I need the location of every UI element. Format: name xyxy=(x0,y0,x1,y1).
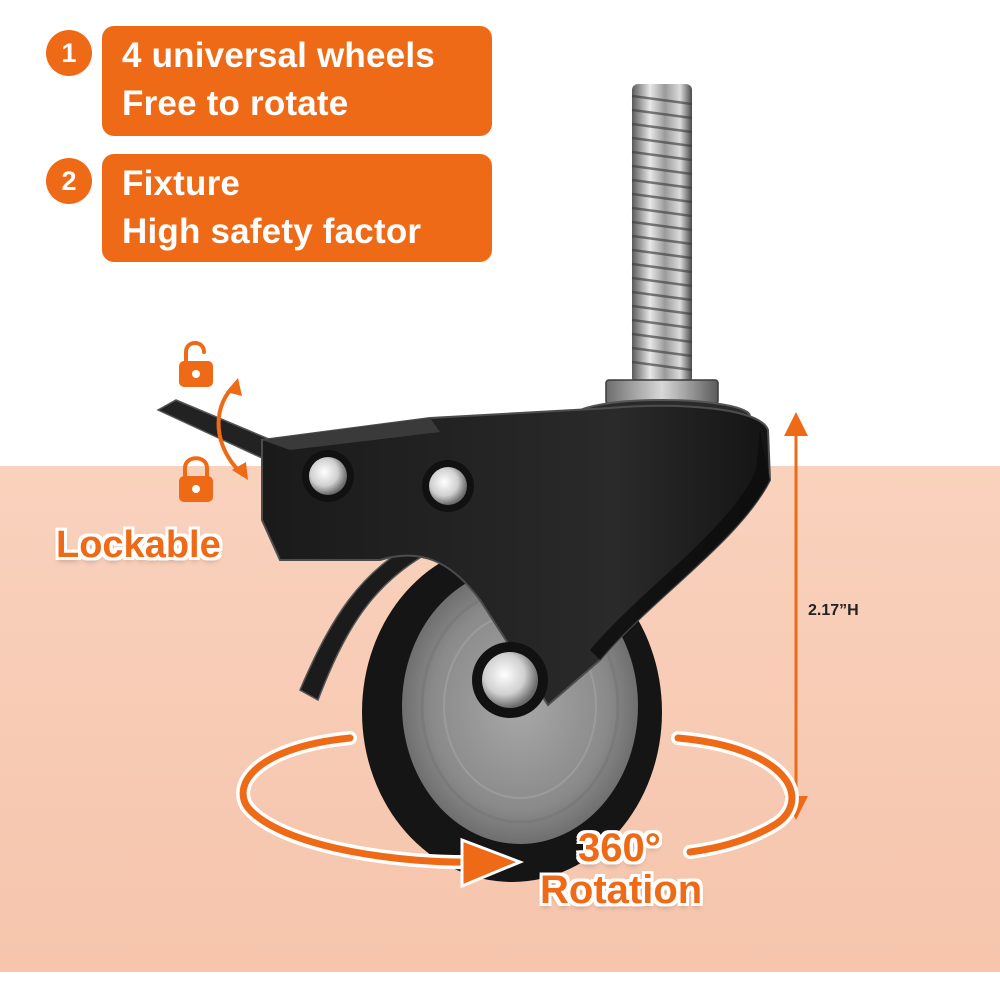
curved-double-arrow-icon xyxy=(216,378,248,480)
feature-1-line-2: Free to rotate xyxy=(122,84,349,123)
feature-box-2: Fixture High safety factor xyxy=(102,154,492,262)
feature-box-1: 4 universal wheels Free to rotate xyxy=(102,26,492,136)
locked-padlock-icon xyxy=(179,456,213,502)
feature-number-badge-2: 2 xyxy=(46,158,92,204)
caster-fork xyxy=(261,404,772,707)
rotation-label: Rotation xyxy=(540,868,703,912)
feature-2-line-2: High safety factor xyxy=(122,212,422,251)
feature-2-line-1: Fixture xyxy=(122,164,241,203)
feature-number-badge-1: 1 xyxy=(46,30,92,76)
rotation-arrow-icon xyxy=(236,731,799,889)
threaded-stem xyxy=(631,84,693,384)
lockable-label: Lockable xyxy=(56,524,221,566)
bottom-margin xyxy=(0,972,1000,1000)
vertical-dimension-arrow-icon xyxy=(784,412,808,820)
height-dimension-label: 2.17”H xyxy=(808,602,859,619)
feature-1-line-1: 4 universal wheels xyxy=(122,36,435,75)
rotation-degrees-label: 360° xyxy=(578,826,661,870)
unlocked-padlock-icon xyxy=(179,341,213,387)
